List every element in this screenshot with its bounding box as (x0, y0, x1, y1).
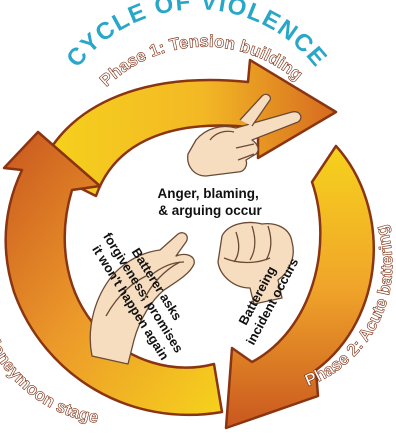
phase-1-arrow (38, 58, 338, 198)
phase-2-arrow (224, 144, 375, 430)
pointing-hand-icon (187, 93, 302, 177)
phase-1-description-line: & arguing occur (158, 203, 262, 218)
fist-icon (217, 221, 294, 305)
phase-1-description: Anger, blaming, & arguing occur (157, 186, 262, 218)
open-hands-icon (89, 232, 195, 365)
phase-1-description-line: Anger, blaming, (157, 186, 258, 201)
